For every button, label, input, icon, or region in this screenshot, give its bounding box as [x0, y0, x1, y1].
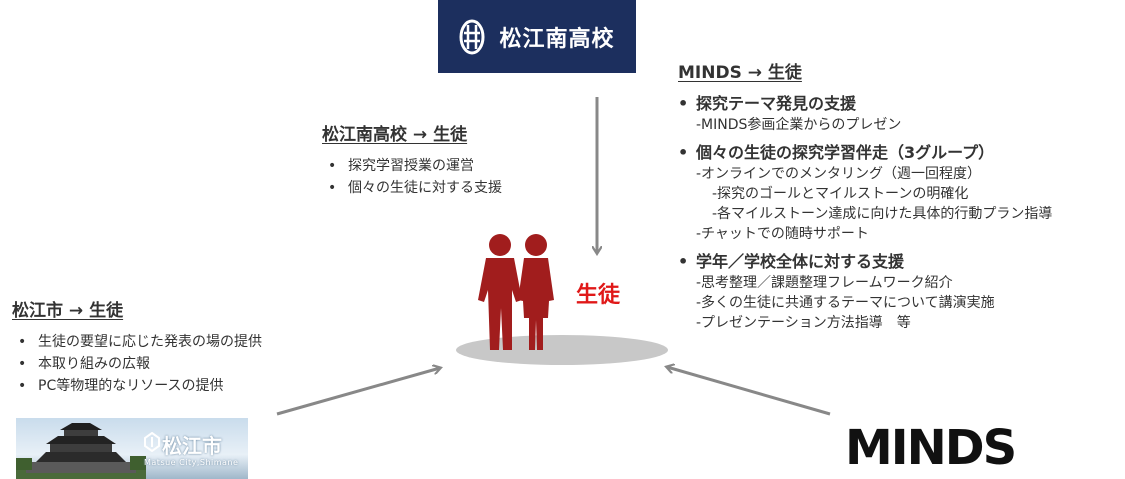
minds-item-title: 学年／学校全体に対する支援	[678, 251, 1118, 273]
minds-support-item: 個々の生徒の探究学習伴走（3グループ） -オンラインでのメンタリング（週一回程度）…	[678, 142, 1118, 244]
school-section-heading: 松江南高校 → 生徒	[322, 125, 468, 145]
minds-item-detail: -チャットでの随時サポート	[696, 226, 869, 242]
city-section-heading: 松江市 → 生徒	[12, 301, 124, 321]
minds-item-detail: -多くの生徒に共通するテーマについて講演実施	[696, 295, 995, 311]
castle-image-icon	[16, 423, 146, 479]
minds-item-detail: -探究のゴールとマイルストーンの明確化	[712, 186, 969, 202]
city-support-section: 松江市 → 生徒 生徒の要望に応じた発表の場の提供 本取り組みの広報 PC等物理…	[12, 296, 262, 397]
minds-item-detail: -オンラインでのメンタリング（週一回程度）	[696, 166, 982, 182]
city-support-list: 生徒の要望に応じた発表の場の提供 本取り組みの広報 PC等物理的なリソースの提供	[12, 331, 262, 397]
school-support-section: 松江南高校 → 生徒 探究学習授業の運営 個々の生徒に対する支援	[322, 120, 502, 199]
school-support-list: 探究学習授業の運営 個々の生徒に対する支援	[322, 155, 502, 199]
arrow-city-to-student	[276, 368, 440, 416]
list-item: 本取り組みの広報	[12, 353, 262, 375]
city-logo: 松江市 Matsue City,Shimane	[16, 418, 248, 479]
list-item: PC等物理的なリソースの提供	[12, 375, 262, 397]
city-logo-subtitle: Matsue City,Shimane	[144, 458, 239, 467]
student-figure-girl-icon	[518, 234, 554, 350]
minds-item-title: 個々の生徒の探究学習伴走（3グループ）	[678, 142, 1118, 164]
minds-item-title: 探究テーマ発見の支援	[678, 93, 1118, 115]
minds-item-detail: -プレゼンテーション方法指導 等	[696, 315, 911, 331]
minds-support-section: MINDS → 生徒 探究テーマ発見の支援 -MINDS参画企業からのプレゼン個々…	[678, 58, 1118, 340]
city-emblem-icon	[144, 432, 160, 452]
minds-section-heading: MINDS → 生徒	[678, 63, 802, 83]
student-label: 生徒	[576, 283, 621, 308]
minds-item-detail: -MINDS参画企業からのプレゼン	[696, 117, 902, 133]
minds-item-detail: -思考整理／課題整理フレームワーク紹介	[696, 275, 953, 291]
school-logo-name: 松江南高校	[499, 26, 615, 52]
school-emblem-icon	[459, 19, 485, 54]
minds-item-detail: -各マイルストーン達成に向けた具体的行動プラン指導	[712, 206, 1053, 222]
list-item: 個々の生徒に対する支援	[322, 177, 502, 199]
city-logo-title: 松江市	[162, 434, 222, 458]
list-item: 探究学習授業の運営	[322, 155, 502, 177]
school-logo: 松江南高校	[438, 0, 636, 73]
arrow-minds-to-student	[667, 367, 831, 416]
minds-logo: MINDS	[845, 420, 1017, 476]
minds-support-item: 学年／学校全体に対する支援 -思考整理／課題整理フレームワーク紹介 -多くの生徒に共…	[678, 251, 1118, 333]
minds-support-item: 探究テーマ発見の支援 -MINDS参画企業からのプレゼン	[678, 93, 1118, 135]
list-item: 生徒の要望に応じた発表の場の提供	[12, 331, 262, 353]
student-figure-boy-icon	[478, 234, 522, 350]
student-platform	[456, 335, 668, 365]
